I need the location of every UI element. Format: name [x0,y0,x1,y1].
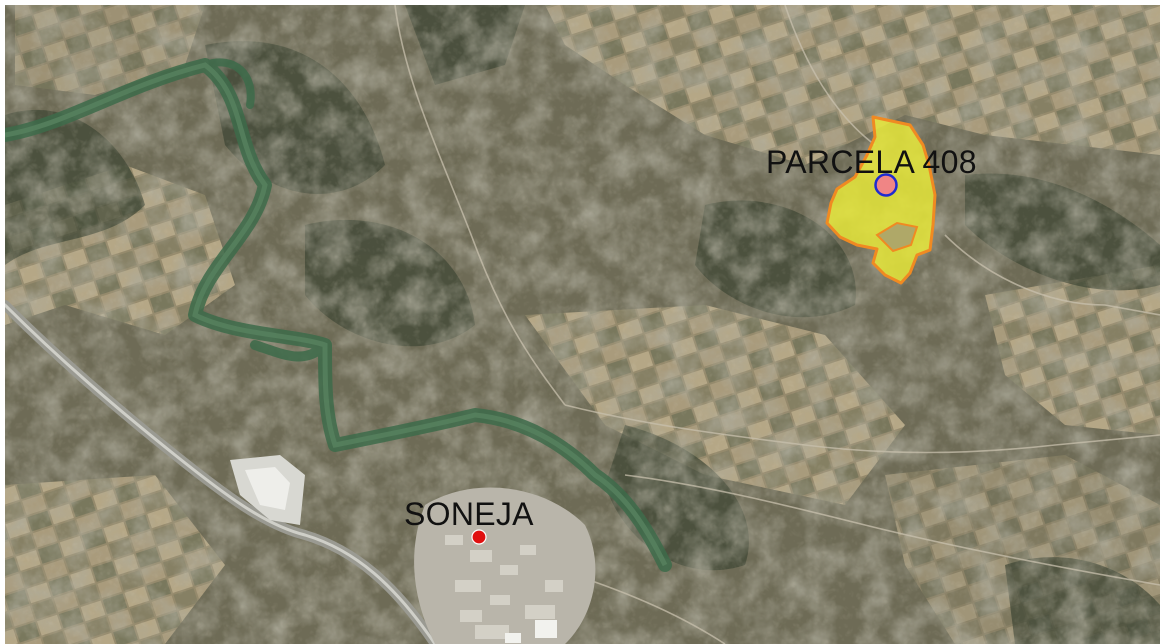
town-label: SONEJA [404,496,534,532]
secondary-roads [394,5,1160,644]
satellite-map[interactable] [5,5,1160,644]
industrial-area [230,455,305,525]
river-bed [5,62,668,567]
parcel-label: PARCELA 408 [766,144,977,180]
highway [5,300,440,644]
urban-area [414,487,596,644]
town-marker[interactable] [471,529,487,545]
parcel-marker[interactable] [874,173,898,197]
parcel-408-polygon[interactable] [825,115,937,285]
